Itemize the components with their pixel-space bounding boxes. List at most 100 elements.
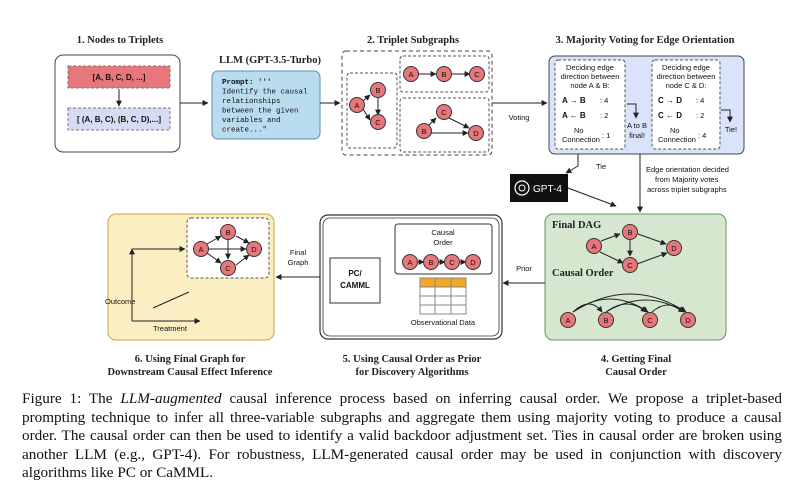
node-b xyxy=(220,224,236,240)
node-d xyxy=(465,254,481,270)
node-c xyxy=(220,260,236,276)
node-label: B xyxy=(421,127,426,136)
node-a xyxy=(586,238,602,254)
llm-title: LLM (GPT-3.5-Turbo) xyxy=(219,55,321,66)
vote-row: A ← B xyxy=(562,111,586,120)
node-label: C xyxy=(627,261,633,270)
caption-figure-label: Figure 1: xyxy=(22,390,82,407)
vote-count: : 2 xyxy=(600,111,608,120)
llm-prompt-box xyxy=(211,70,321,140)
triplets-set-text: [ (A, B, C), (B, C, D),...] xyxy=(77,115,161,124)
nodes-set-text: [A, B, C, D, ...] xyxy=(93,73,146,82)
node-label: D xyxy=(473,129,479,138)
node-label: A xyxy=(407,258,412,267)
node-label: D xyxy=(251,245,257,254)
vote-header-line: direction between xyxy=(657,72,716,81)
node-label: A xyxy=(354,101,359,110)
causal-inference-diagram: 1. Nodes to Triplets 2. Triplet Subgraph… xyxy=(54,35,745,378)
vote-ab-result-2: final! xyxy=(629,131,645,140)
node-d xyxy=(246,241,262,257)
node-b xyxy=(416,123,432,139)
node-label: C xyxy=(474,70,480,79)
pc-camml-1: PC/ xyxy=(348,269,362,278)
edge-note-2: from Majority votes xyxy=(655,175,719,184)
final-graph-label-1: Final xyxy=(290,248,307,257)
node-c xyxy=(642,312,658,328)
node-b xyxy=(423,254,439,270)
observational-data-table xyxy=(419,277,467,315)
edge-note-3: across triplet subgraphs xyxy=(647,185,727,194)
node-label: A xyxy=(408,70,413,79)
node-c xyxy=(469,66,485,82)
node-label: B xyxy=(627,228,632,237)
caption-pre: The xyxy=(81,390,121,407)
node-label: B xyxy=(441,70,446,79)
vote-header-line: direction between xyxy=(561,72,620,81)
panel-5-title-1: 5. Using Causal Order as Prior xyxy=(343,354,482,365)
panel-5-title-2: for Discovery Algorithms xyxy=(356,367,469,378)
node-a xyxy=(402,254,418,270)
panel-6-title-2: Downstream Causal Effect Inference xyxy=(108,367,273,378)
node-label: C xyxy=(225,264,231,273)
node-a xyxy=(193,241,209,257)
gpt4-label: GPT-4 xyxy=(533,184,562,195)
panel-6-title-1: 6. Using Final Graph for xyxy=(135,354,246,365)
node-label: B xyxy=(375,86,380,95)
no-connection-line-1: No xyxy=(574,126,584,135)
caption-emphasis: LLM-augmented xyxy=(120,390,222,407)
node-label: C xyxy=(375,118,381,127)
prior-label: Prior xyxy=(516,264,532,273)
vote-ab-result-1: A to B xyxy=(627,121,647,130)
no-connection-line-2: Connection xyxy=(658,135,696,144)
node-label: D xyxy=(470,258,476,267)
node-c xyxy=(370,114,386,130)
vote-row: C ← D xyxy=(658,111,682,120)
prompt-line: relationships xyxy=(222,98,281,106)
nodes-set-box xyxy=(67,65,171,89)
vote-count: : 2 xyxy=(696,111,704,120)
outcome-label: Outcome xyxy=(105,297,135,306)
prompt-line: Identify the causal xyxy=(222,89,308,97)
vote-box-cd xyxy=(651,59,721,150)
node-label: A xyxy=(591,242,596,251)
prompt-line: between the given xyxy=(222,108,299,116)
node-b xyxy=(436,66,452,82)
node-a xyxy=(349,97,365,113)
no-connection-line-2: Connection xyxy=(562,135,600,144)
node-label: B xyxy=(225,228,230,237)
node-d xyxy=(680,312,696,328)
node-c xyxy=(436,104,452,120)
gpt4-badge xyxy=(510,174,568,202)
node-label: C xyxy=(449,258,455,267)
vote-count: : 4 xyxy=(696,96,704,105)
node-d xyxy=(468,125,484,141)
final-dag-label: Final DAG xyxy=(552,220,601,231)
vote-row: C → D xyxy=(658,96,682,105)
vote-row: A → B xyxy=(562,96,586,105)
panel-3-title: 3. Majority Voting for Edge Orientation xyxy=(556,35,735,46)
observational-data-label: Observational Data xyxy=(411,318,476,327)
prompt-line: variables and xyxy=(222,117,281,125)
panel-1-title: 1. Nodes to Triplets xyxy=(77,35,164,46)
panel-4-title-2: Causal Order xyxy=(605,367,667,378)
vote-header-line: node A & B: xyxy=(570,81,609,90)
node-label: C xyxy=(441,108,447,117)
prompt-line: create..." xyxy=(222,127,267,135)
vote-header-line: Deciding edge xyxy=(662,63,710,72)
pc-camml-2: CAMML xyxy=(340,281,370,290)
node-c xyxy=(622,257,638,273)
panel-4-title-1: 4. Getting Final xyxy=(601,354,671,365)
vote-count: : 4 xyxy=(600,96,608,105)
node-label: A xyxy=(565,316,570,325)
node-d xyxy=(666,240,682,256)
node-a xyxy=(403,66,419,82)
node-label: B xyxy=(428,258,433,267)
vote-header-line: node C & D: xyxy=(666,81,707,90)
voting-label: Voting xyxy=(509,113,530,122)
prompt-line: Prompt: ''' xyxy=(222,79,272,87)
vote-box-ab xyxy=(554,59,626,150)
no-connection-line-1: No xyxy=(670,126,680,135)
causal-order-box-1: Causal xyxy=(431,228,455,237)
